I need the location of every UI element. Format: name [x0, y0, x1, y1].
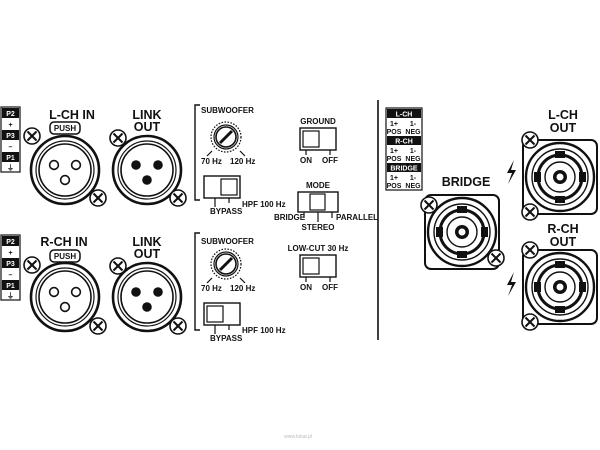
svg-text:1+: 1+ [390, 148, 398, 155]
svg-text:1+: 1+ [390, 175, 398, 182]
polarity-legend-bottom: P2 + P3 – P1 ⏚ [0, 234, 21, 301]
left-input-xlr-jack[interactable] [29, 134, 101, 206]
mode-stereo-label: STEREO [302, 223, 335, 232]
pin-label: + [8, 122, 12, 129]
section-bracket [194, 232, 200, 331]
svg-text:NEG: NEG [405, 129, 421, 136]
left-output-out-label: OUT [550, 121, 577, 135]
screw-icon [420, 196, 438, 214]
pin-label: P1 [6, 283, 15, 290]
screw-icon [109, 129, 127, 147]
left-speakon-output[interactable] [521, 138, 599, 216]
left-link-label: LINK [132, 108, 161, 122]
right-input-xlr-jack[interactable] [29, 261, 101, 333]
screw-icon [487, 249, 505, 267]
svg-text:1-: 1- [410, 175, 417, 182]
push-release-tab[interactable] [49, 121, 81, 135]
pin-label: P2 [6, 111, 15, 118]
left-bypass-label: BYPASS [210, 207, 243, 216]
svg-text:1-: 1- [410, 121, 417, 128]
screw-icon [521, 241, 539, 259]
pin-label: P2 [6, 239, 15, 246]
screw-icon [521, 131, 539, 149]
polarity-legend-top: P2 + P3 – P1 ⏚ [0, 106, 21, 173]
left-hpf-label: HPF 100 Hz [242, 200, 286, 209]
pin-label: – [9, 144, 13, 151]
legend-header: L-CH [396, 112, 413, 119]
right-input-label: R-CH IN [40, 235, 87, 249]
screw-icon [23, 256, 41, 274]
ground-on-label: ON [300, 156, 312, 165]
svg-text:POS: POS [387, 156, 402, 163]
speaker-pin-legend: L-CH 1+ 1- POS NEG R-CH 1+ 1- POS NEG BR… [385, 107, 423, 191]
mode-bridge-label: BRIDGE [274, 213, 306, 222]
right-subwoofer-max-label: 120 Hz [230, 284, 255, 293]
svg-text:NEG: NEG [405, 156, 421, 163]
pin-label: P3 [6, 133, 15, 140]
right-link-output-xlr-jack[interactable] [111, 261, 183, 333]
ground-symbol: ⏚ [7, 292, 14, 300]
screw-icon [169, 189, 187, 207]
bridge-output-label: BRIDGE [442, 175, 491, 189]
left-output-label: L-CH [548, 108, 578, 122]
right-subwoofer-frequency-knob[interactable] [205, 247, 247, 285]
right-speakon-output[interactable] [521, 248, 599, 326]
lowcut-off-label: OFF [322, 283, 338, 292]
pin-label: – [9, 272, 13, 279]
section-bracket [194, 104, 200, 201]
pin-label: + [8, 250, 12, 257]
svg-text:POS: POS [387, 183, 402, 190]
mode-title: MODE [306, 181, 331, 190]
high-voltage-icon [507, 160, 516, 184]
left-subwoofer-max-label: 120 Hz [230, 157, 255, 166]
mode-parallel-label: PARALLEL [336, 213, 378, 222]
right-output-label: R-CH [547, 222, 578, 236]
legend-header: BRIDGE [390, 166, 418, 173]
screw-icon [89, 317, 107, 335]
screw-icon [23, 127, 41, 145]
push-label: PUSH [54, 252, 76, 261]
screw-icon [169, 317, 187, 335]
pin-label: P3 [6, 261, 15, 268]
ground-title: GROUND [300, 117, 336, 126]
left-subwoofer-min-label: 70 Hz [201, 157, 222, 166]
lowcut-on-label: ON [300, 283, 312, 292]
screw-icon [521, 313, 539, 331]
screw-icon [89, 189, 107, 207]
pin-label: P1 [6, 155, 15, 162]
push-label: PUSH [54, 124, 76, 133]
right-hpf-label: HPF 100 Hz [242, 326, 286, 335]
right-subwoofer-min-label: 70 Hz [201, 284, 222, 293]
screw-icon [521, 203, 539, 221]
right-output-out-label: OUT [550, 235, 577, 249]
ground-symbol: ⏚ [7, 164, 14, 172]
screw-icon [109, 257, 127, 275]
svg-text:1+: 1+ [390, 121, 398, 128]
ground-off-label: OFF [322, 156, 338, 165]
left-input-label: L-CH IN [49, 108, 95, 122]
right-subwoofer-title: SUBWOOFER [201, 237, 254, 246]
right-link-out-label: OUT [134, 247, 161, 261]
left-subwoofer-title: SUBWOOFER [201, 106, 254, 115]
lowcut-title: LOW-CUT 30 Hz [288, 244, 349, 253]
svg-text:1-: 1- [410, 148, 417, 155]
right-bypass-label: BYPASS [210, 334, 243, 343]
watermark: www.tokai.pl [284, 434, 312, 440]
left-link-out-label: OUT [134, 120, 161, 134]
svg-text:NEG: NEG [405, 183, 421, 190]
svg-text:POS: POS [387, 129, 402, 136]
left-subwoofer-frequency-knob[interactable] [205, 120, 247, 158]
right-link-label: LINK [132, 235, 161, 249]
legend-header: R-CH [395, 139, 413, 146]
high-voltage-icon [507, 272, 516, 296]
